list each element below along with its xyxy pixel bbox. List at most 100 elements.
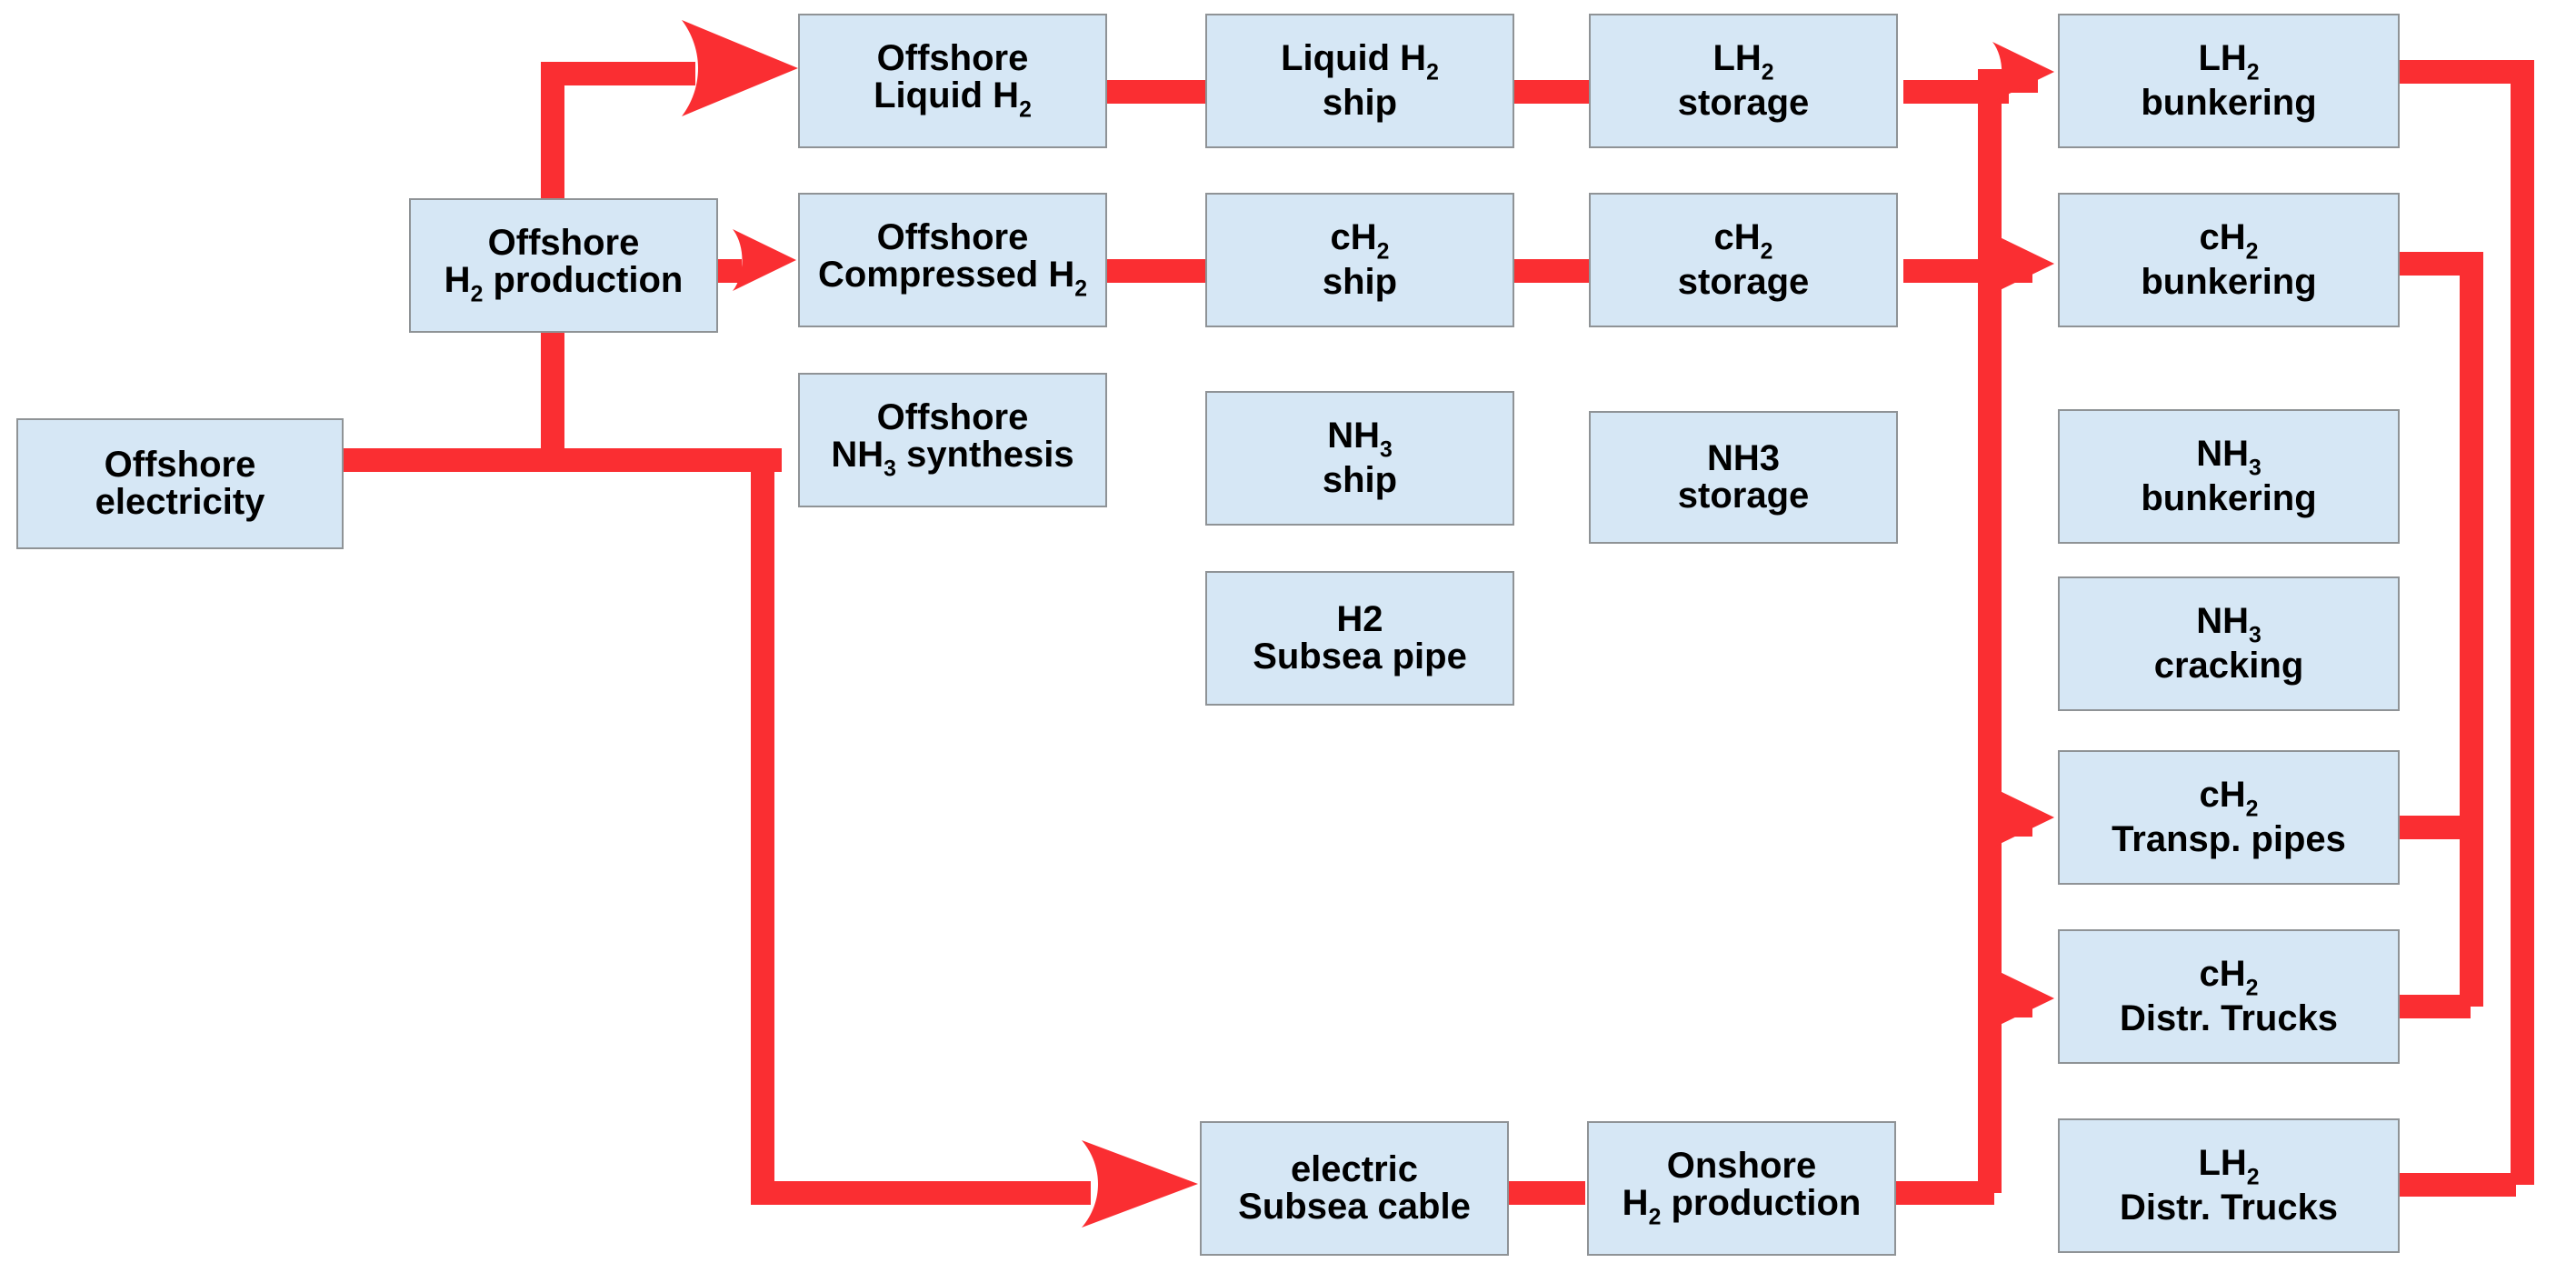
- node-h2-subsea-pipe[interactable]: H2 Subsea pipe: [1205, 571, 1514, 706]
- formula-base: H: [1622, 1183, 1649, 1224]
- node-line-2: Compressed H2: [818, 256, 1087, 301]
- node-electric-subsea-cable[interactable]: electric Subsea cable: [1200, 1121, 1509, 1256]
- node-ch2-distr-trucks[interactable]: cH2 Distr. Trucks: [2058, 929, 2400, 1064]
- node-line-2: Distr. Trucks: [2119, 997, 2339, 1038]
- node-nh3-bunkering[interactable]: NH3 bunkering: [2058, 409, 2400, 544]
- edge-h2prod-top-branch: [541, 62, 695, 85]
- node-offshore-compressed-h2[interactable]: Offshore Compressed H2: [798, 193, 1107, 327]
- node-line-1: Offshore: [487, 223, 640, 264]
- node-ch2-transp-pipes[interactable]: cH2 Transp. pipes: [2058, 750, 2400, 885]
- node-line-1: NH3: [1706, 438, 1781, 479]
- node-line-1: Offshore: [876, 397, 1029, 438]
- node-line-2: cracking: [2153, 645, 2304, 686]
- formula-subscript: 2: [2245, 976, 2259, 1001]
- node-line-2: Liquid H2: [874, 77, 1032, 122]
- node-line-1: cH2: [2200, 956, 2259, 1000]
- edge-liquidh2-to-ship: [1107, 80, 1213, 104]
- edge-lh2bunkering-out: [2400, 60, 2527, 84]
- formula-base: NH: [1327, 416, 1380, 456]
- node-offshore-liquid-h2[interactable]: Offshore Liquid H2: [798, 14, 1107, 148]
- formula-base: LH: [2198, 38, 2247, 79]
- arrowhead-to-ch2-transp-pipes-left: [1992, 786, 2056, 849]
- node-line-1: cH2: [1331, 219, 1390, 264]
- formula-base: cH: [2199, 217, 2246, 258]
- formula-subscript: 2: [2246, 60, 2260, 85]
- node-line-1: Onshore: [1666, 1146, 1817, 1187]
- node-line-2: Transp. pipes: [2112, 818, 2346, 859]
- node-line-2: storage: [1677, 82, 1810, 123]
- formula-base: cH: [2199, 954, 2246, 995]
- node-line-1: LH2: [1712, 40, 1773, 85]
- node-line-1: LH2: [2198, 40, 2259, 85]
- node-liquid-h2-ship[interactable]: Liquid H2 ship: [1205, 14, 1514, 148]
- node-line-2: electricity: [95, 482, 265, 522]
- node-line-1: H2: [1336, 599, 1383, 640]
- node-onshore-h2-production[interactable]: Onshore H2 production: [1587, 1121, 1896, 1256]
- node-line-2: ship: [1322, 261, 1398, 302]
- formula-base: NH: [2196, 601, 2249, 642]
- formula-base: cH: [2199, 775, 2246, 816]
- formula-subscript: 2: [1426, 60, 1439, 85]
- node-nh3-cracking[interactable]: NH3 cracking: [2058, 576, 2400, 711]
- node-ch2-ship[interactable]: cH2 ship: [1205, 193, 1514, 327]
- formula-base: Liquid H: [874, 75, 1020, 116]
- formula-subscript: 2: [1019, 97, 1032, 123]
- arrowhead-to-offshore-compressed-h2: [733, 227, 798, 293]
- formula-tail: production: [1661, 1183, 1862, 1224]
- node-line-2: Distr. Trucks: [2119, 1187, 2339, 1228]
- node-offshore-h2-production[interactable]: Offshore H2 production: [409, 198, 718, 333]
- arrowhead-to-offshore-liquid-h2: [682, 18, 800, 118]
- node-line-1: cH2: [2200, 777, 2259, 821]
- formula-subscript: 2: [1761, 60, 1774, 85]
- formula-subscript: 2: [1760, 239, 1773, 265]
- node-line-1: cH2: [2200, 219, 2259, 264]
- node-line-2: ship: [1322, 459, 1398, 500]
- edge-lh2bunkering-down: [2511, 60, 2534, 1185]
- formula-subscript: 2: [2245, 239, 2259, 265]
- node-line-1: NH3: [2196, 603, 2261, 647]
- formula-base: Liquid H: [1281, 38, 1427, 79]
- formula-subscript: 2: [2246, 1165, 2260, 1190]
- node-lh2-distr-trucks[interactable]: LH2 Distr. Trucks: [2058, 1118, 2400, 1253]
- node-line-2: storage: [1677, 476, 1810, 516]
- edge-ch2bunkering-down: [2460, 252, 2483, 1007]
- formula-subscript: 2: [1074, 276, 1088, 302]
- edge-electricity-down-leg: [751, 448, 774, 1193]
- node-line-2: H2 production: [1622, 1185, 1862, 1229]
- node-nh3-ship[interactable]: NH3 ship: [1205, 391, 1514, 526]
- node-line-1: electric: [1290, 1149, 1419, 1190]
- node-offshore-nh3-synthesis[interactable]: Offshore NH3 synthesis: [798, 373, 1107, 507]
- node-ch2-storage[interactable]: cH2 storage: [1589, 193, 1898, 327]
- formula-tail: synthesis: [895, 435, 1074, 476]
- node-line-2: ship: [1322, 82, 1398, 123]
- edge-electricity-to-cable: [751, 1181, 1091, 1205]
- node-line-1: NH3: [1327, 417, 1393, 462]
- node-ch2-bunkering[interactable]: cH2 bunkering: [2058, 193, 2400, 327]
- node-line-2: bunkering: [2141, 477, 2317, 518]
- node-lh2-bunkering[interactable]: LH2 bunkering: [2058, 14, 2400, 148]
- formula-base: H: [444, 260, 471, 301]
- node-line-2: Subsea cable: [1238, 1187, 1471, 1227]
- formula-base: NH: [2196, 434, 2249, 475]
- formula-subscript: 3: [2248, 456, 2261, 481]
- formula-base: cH: [1330, 217, 1377, 258]
- formula-subscript: 3: [1379, 437, 1393, 463]
- formula-base: Compressed H: [817, 255, 1075, 296]
- formula-base: NH: [831, 435, 884, 476]
- formula-subscript: 2: [470, 282, 484, 307]
- formula-subscript: 3: [2248, 623, 2261, 648]
- arrowhead-to-ch2-bunkering: [1992, 232, 2056, 296]
- node-lh2-storage[interactable]: LH2 storage: [1589, 14, 1898, 148]
- node-offshore-electricity[interactable]: Offshore electricity: [16, 418, 344, 549]
- node-line-1: Liquid H2: [1281, 40, 1439, 85]
- node-line-1: LH2: [2198, 1145, 2259, 1189]
- node-nh3-storage[interactable]: NH3 storage: [1589, 411, 1898, 544]
- formula-subscript: 2: [2245, 797, 2259, 822]
- node-line-1: cH2: [1714, 219, 1773, 264]
- formula-base: cH: [1713, 217, 1761, 258]
- formula-subscript: 3: [884, 456, 896, 482]
- node-line-2: bunkering: [2141, 82, 2317, 123]
- formula-base: LH: [1712, 38, 1762, 79]
- formula-base: LH: [2198, 1143, 2247, 1184]
